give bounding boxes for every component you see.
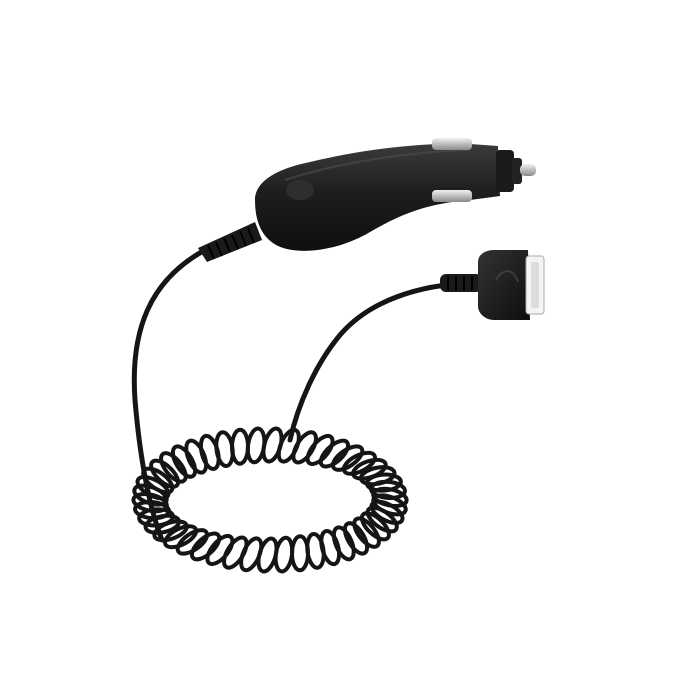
- coil-loop: [159, 451, 188, 484]
- metal-contact-top: [432, 138, 472, 150]
- coil-loop: [135, 475, 171, 501]
- coil-loop: [256, 536, 279, 574]
- strain-relief-charger: [198, 222, 262, 262]
- coil-loop: [318, 438, 351, 469]
- cable-right: [287, 280, 473, 443]
- coil-loop: [189, 531, 222, 562]
- coil-loop: [149, 458, 181, 489]
- coil-loop: [342, 521, 370, 556]
- coil-loop: [369, 499, 405, 525]
- coil-loop: [305, 433, 335, 467]
- coil-loop: [331, 525, 356, 562]
- coil-loop: [184, 438, 209, 475]
- metal-contact-bottom: [432, 190, 472, 202]
- strain-relief-connector: [440, 274, 482, 292]
- coil-loop: [229, 427, 251, 466]
- coil-loop: [341, 450, 377, 476]
- dock-connector: [478, 250, 545, 320]
- coil-loop: [170, 444, 198, 479]
- coil-loop: [352, 516, 381, 549]
- charger-body: [255, 143, 500, 251]
- coil-loop: [365, 505, 399, 534]
- coiled-cable: [131, 426, 409, 574]
- coil-loop: [175, 528, 210, 556]
- coil-loop: [205, 533, 235, 567]
- charger-tip: [496, 150, 536, 192]
- coil-loop: [163, 524, 199, 550]
- coil-loop: [359, 511, 391, 542]
- coil-loop: [330, 444, 365, 472]
- coil-loop: [141, 466, 175, 495]
- coil-loop: [289, 534, 311, 573]
- coil-loop: [222, 535, 249, 570]
